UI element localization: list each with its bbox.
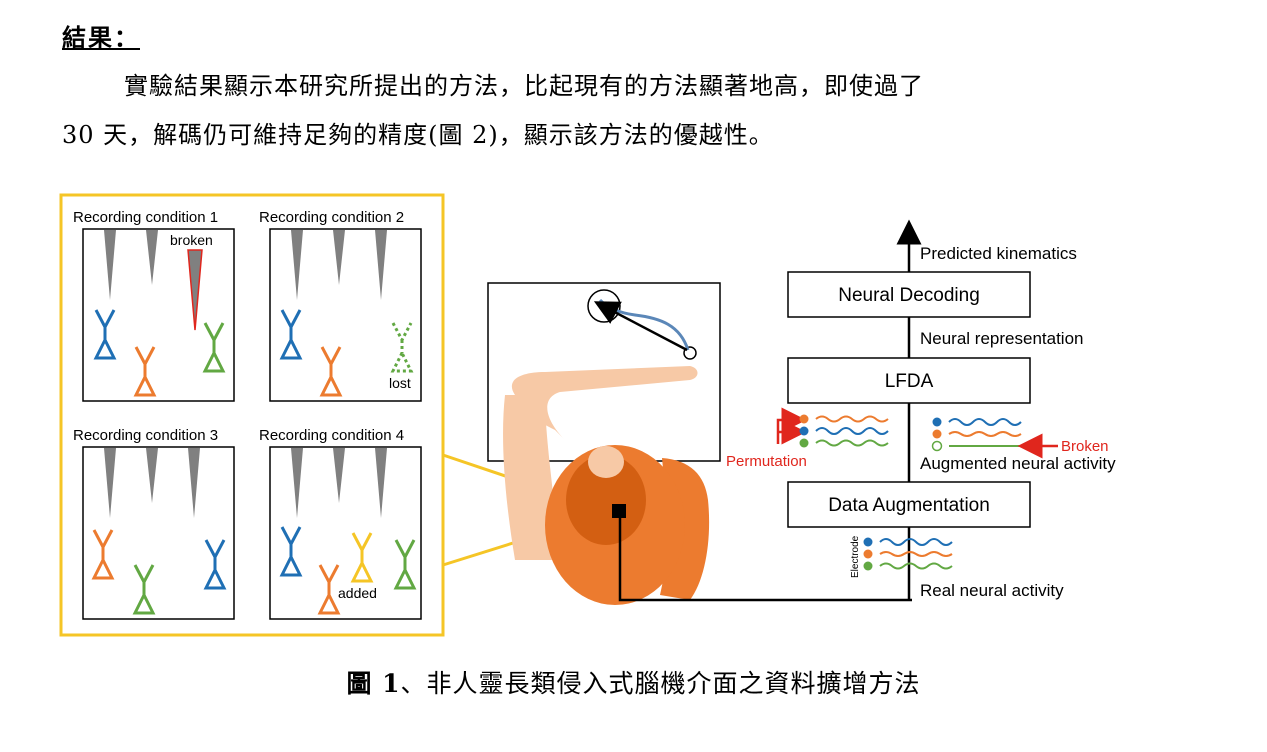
electrode-shank <box>375 230 387 300</box>
predicted-kinematics-label: Predicted kinematics <box>920 244 1077 263</box>
permutation-label: Permutation <box>726 453 807 470</box>
neural-decoding-box <box>787 271 1031 318</box>
channel-dot <box>863 549 873 559</box>
electrode-shank <box>291 230 303 300</box>
caption-number: 圖 1 <box>346 669 401 698</box>
condition-panel-2 <box>269 228 422 402</box>
channel-dot-broken <box>931 440 943 452</box>
figure-caption: 圖 1、非人靈長類侵入式腦機介面之資料擴增方法 <box>0 664 1267 700</box>
caption-text: 、非人靈長類侵入式腦機介面之資料擴增方法 <box>400 669 921 698</box>
reach-arrow <box>593 301 688 352</box>
paragraph-line-2: 30 天，解碼仍可維持足夠的精度(圖 2)，顯示該方法的優越性。 <box>62 121 774 149</box>
channel-dot <box>932 429 942 439</box>
lfda-box <box>787 357 1031 404</box>
neuron-green <box>202 322 226 373</box>
electrode-broken <box>187 249 203 331</box>
section-heading: 結果： <box>62 23 140 52</box>
trace-blue <box>879 538 953 546</box>
trace-orange <box>815 415 889 423</box>
neuron-blue <box>279 309 303 360</box>
real-activity-label: Real neural activity <box>920 581 1064 600</box>
neuron-orange <box>317 564 341 615</box>
neuron-orange <box>133 346 157 397</box>
electrode-shank <box>104 230 116 300</box>
monkey-arm-left <box>511 366 698 440</box>
trace-orange <box>948 431 1022 437</box>
neuron-orange <box>319 346 343 397</box>
lost-label: lost <box>389 375 411 391</box>
data-augmentation-label: Data Augmentation <box>828 495 990 516</box>
channel-dot <box>863 537 873 547</box>
electrode-shank <box>291 448 303 518</box>
electrode-shank <box>146 230 158 285</box>
condition-title-1: Recording condition 1 <box>73 209 218 226</box>
condition-title-4: Recording condition 4 <box>259 427 404 444</box>
channel-dot <box>799 426 809 436</box>
condition-panel-3 <box>82 446 235 620</box>
trace-green <box>879 562 953 570</box>
conditions-frame <box>59 193 445 637</box>
signal-wire <box>618 518 912 602</box>
neuron-green <box>393 539 417 590</box>
paragraph-line-1: 實驗結果顯示本研究所提出的方法，比起現有的方法顯著地高，即使過了 <box>124 72 924 100</box>
electrode-shank <box>146 448 158 503</box>
neuron-blue <box>279 526 303 577</box>
monkey-head <box>566 455 646 545</box>
trace-blue <box>948 418 1022 426</box>
electrode-label: Electrode <box>850 535 861 578</box>
electrode-shank <box>333 448 345 503</box>
neural-decoding-label: Neural Decoding <box>838 285 980 306</box>
neuron-added <box>350 532 374 583</box>
trace-orange <box>879 551 953 557</box>
condition-panel-1 <box>82 228 235 402</box>
neural-representation-label: Neural representation <box>920 329 1083 348</box>
broken-label: broken <box>170 232 213 248</box>
electrode-shank <box>188 448 200 518</box>
data-augmentation-box <box>787 481 1031 528</box>
trace-blue <box>815 427 889 435</box>
neuron-orange <box>91 529 115 580</box>
channel-dot <box>932 417 942 427</box>
augmented-label: Augmented neural activity <box>920 454 1116 473</box>
electrode-shank <box>333 230 345 285</box>
implant <box>612 504 626 518</box>
channel-dot <box>799 414 809 424</box>
condition-title-3: Recording condition 3 <box>73 427 218 444</box>
neuron-green <box>132 564 156 615</box>
neuron-blue <box>203 539 227 590</box>
neuron-lost <box>390 322 414 373</box>
channel-dot <box>799 438 809 448</box>
electrode-shank <box>104 448 116 518</box>
condition-title-2: Recording condition 2 <box>259 209 404 226</box>
lfda-label: LFDA <box>885 371 934 392</box>
neuron-blue <box>93 309 117 360</box>
trace-green <box>815 439 889 447</box>
electrode-shank <box>375 448 387 518</box>
added-label: added <box>338 585 377 601</box>
broken-channel-label: Broken <box>1061 438 1109 455</box>
channel-dot <box>863 561 873 571</box>
monkey-face <box>588 446 624 478</box>
